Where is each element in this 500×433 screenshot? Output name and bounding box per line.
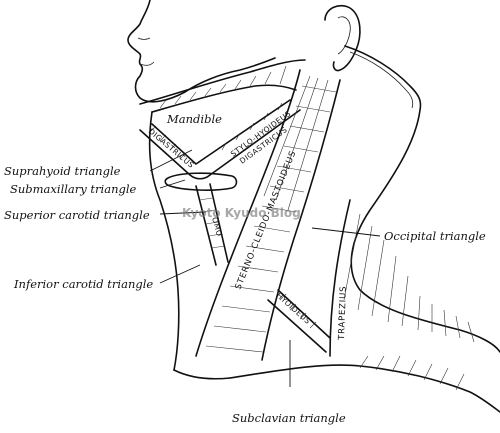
digastricus-label-left: DIGASTRICUS	[147, 127, 196, 170]
occipital-triangle-label: Occipital triangle	[384, 229, 486, 243]
subclavian-triangle-label: Subclavian triangle	[232, 411, 346, 425]
hyoid-bone	[164, 172, 238, 191]
superior-carotid-triangle-label: Superior carotid triangle	[4, 208, 150, 222]
mandible-label: Mandible	[166, 112, 222, 126]
throat-outline	[148, 111, 231, 380]
hyoideus-label: HYOIDEUS	[275, 291, 313, 326]
omohyoid-upper	[195, 183, 229, 266]
leader-lines	[149, 149, 381, 387]
sternocleidomastoid-muscle	[195, 69, 341, 361]
trapezius-muscle	[329, 199, 475, 357]
shoulder-contour	[229, 355, 500, 413]
inferior-carotid-triangle-label: Inferior carotid triangle	[13, 277, 153, 291]
omohyoid-lower	[267, 289, 331, 353]
ear	[324, 4, 361, 72]
mandible-band	[139, 59, 306, 113]
neck-back-outline	[344, 45, 500, 353]
digastric-muscle	[139, 99, 301, 180]
suprahyoid-triangle-label: Suprahyoid triangle	[4, 164, 121, 178]
head-profile	[127, 0, 276, 103]
trapezius-label: TRAPEZIUS	[337, 286, 349, 342]
watermark: Kyoto Kyudo Blog	[182, 206, 301, 220]
submaxillary-triangle-label: Submaxillary triangle	[10, 182, 137, 196]
